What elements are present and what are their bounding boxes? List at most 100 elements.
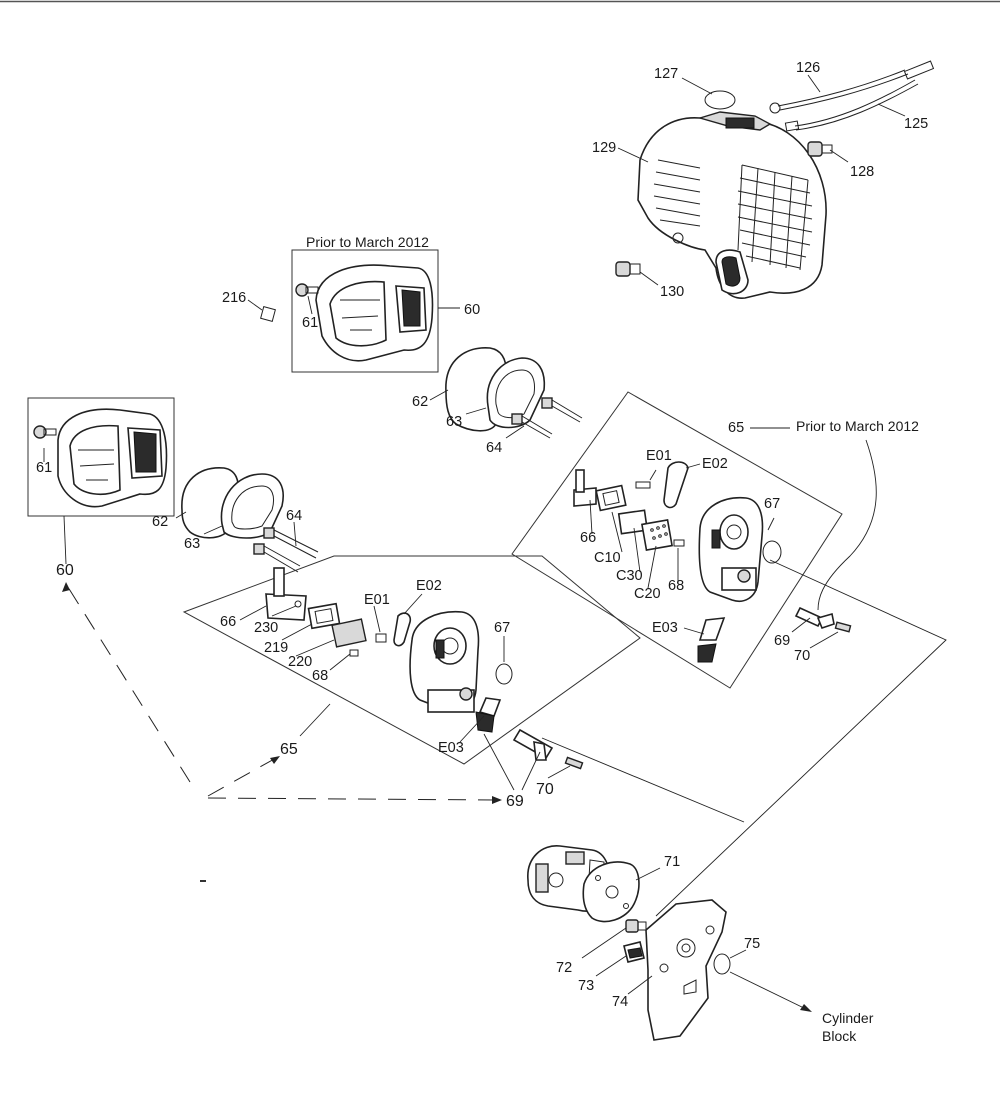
label-130: 130 [660, 284, 684, 300]
note-cylinder-1: Cylinder [822, 1010, 874, 1026]
label-128: 128 [850, 164, 874, 180]
label-68-prior: 68 [668, 578, 684, 594]
prior-box-top [291, 249, 439, 373]
plate-74 [645, 899, 727, 1041]
elbow-69-prior [794, 606, 835, 629]
cover-63-left [220, 473, 284, 539]
case-box-left [27, 397, 175, 517]
label-64-left: 64 [286, 508, 302, 524]
label-E01-current: E01 [364, 592, 390, 608]
gasket-C10 [595, 484, 627, 512]
bolt-72 [625, 919, 647, 933]
label-69-prior: 69 [774, 633, 790, 649]
label-74: 74 [612, 994, 628, 1010]
note-prior-right: Prior to March 2012 [796, 418, 919, 434]
dashed-arrowhead-60 [62, 582, 70, 592]
pin-70-current [564, 756, 584, 770]
gasket-216 [260, 306, 276, 322]
bolt-128 [807, 141, 833, 157]
label-C20: C20 [634, 586, 661, 602]
label-65-prior: 65 [728, 420, 744, 436]
choke-plate-66 [265, 567, 307, 621]
label-66-current: 66 [220, 614, 236, 630]
pad-220 [331, 618, 367, 648]
oring-67-prior [762, 540, 782, 564]
lever-E02-prior [663, 461, 689, 509]
cylinder-arrowhead [800, 1004, 812, 1012]
engine-cover-129 [637, 111, 827, 299]
label-126: 126 [796, 60, 820, 76]
wires-125-126 [769, 60, 935, 132]
dashed-arrow-to-69 [207, 797, 497, 801]
label-63-left: 63 [184, 536, 200, 552]
label-C10: C10 [594, 550, 621, 566]
label-C30: C30 [616, 568, 643, 584]
label-67-prior: 67 [764, 496, 780, 512]
bolt-130 [615, 261, 641, 277]
label-72: 72 [556, 960, 572, 976]
dashed-arrow-to-65 [207, 757, 277, 797]
connector-line-current [541, 737, 745, 823]
bolts-64-top [511, 397, 583, 439]
lever-E02-current [393, 612, 412, 647]
bracket-65-prior [698, 496, 764, 602]
oring-67-current [495, 663, 513, 685]
label-73: 73 [578, 978, 594, 994]
lever-E03-prior [697, 617, 726, 663]
label-E02-prior: E02 [702, 456, 728, 472]
label-219: 219 [264, 640, 288, 656]
cover-63-top [486, 357, 546, 429]
label-66-prior: 66 [580, 530, 596, 546]
bracket-box-65-current [182, 555, 641, 765]
label-E03-current: E03 [438, 740, 464, 756]
connector-line-prior [655, 559, 947, 917]
label-61-left: 61 [36, 460, 52, 476]
bracket-65-current [409, 610, 480, 713]
label-60-left: 60 [56, 562, 74, 579]
label-65-current: 65 [280, 741, 298, 758]
cylinder-arrow [729, 971, 809, 1011]
label-125: 125 [904, 116, 928, 132]
label-E03-prior: E03 [652, 620, 678, 636]
screw-E01-current [375, 633, 387, 643]
label-67-current: 67 [494, 620, 510, 636]
label-60-top: 60 [464, 302, 480, 318]
dashed-arrowhead-69 [492, 796, 502, 804]
air-cleaner-case-60 [33, 408, 168, 508]
label-E01-prior: E01 [646, 448, 672, 464]
label-61-top: 61 [302, 315, 318, 331]
lever-E03-current [475, 697, 502, 733]
note-cylinder-2: Block [822, 1028, 857, 1044]
seal-127 [704, 90, 736, 110]
label-127: 127 [654, 66, 678, 82]
clip-73 [623, 941, 645, 963]
label-216: 216 [222, 290, 246, 306]
choke-plate-66-prior [573, 469, 597, 507]
label-71: 71 [664, 854, 680, 870]
label-220: 220 [288, 654, 312, 670]
screw-68-current [349, 649, 359, 657]
tee-pipe-69-current [512, 728, 554, 761]
label-69-current: 69 [506, 793, 524, 810]
label-75: 75 [744, 936, 760, 952]
label-64-top: 64 [486, 440, 502, 456]
label-62-left: 62 [152, 514, 168, 530]
label-230: 230 [254, 620, 278, 636]
screw-68-prior [673, 539, 685, 547]
screw-E01-prior [635, 481, 651, 489]
label-129: 129 [592, 140, 616, 156]
bolts-64-left [253, 527, 319, 573]
air-cleaner-case-old [295, 264, 434, 362]
insulator-71 [582, 861, 640, 923]
dashed-arrow-to-60 [65, 583, 191, 783]
label-68-current: 68 [312, 668, 328, 684]
label-E02-current: E02 [416, 578, 442, 594]
bracket-box-65-prior [511, 391, 843, 689]
element-219 [307, 602, 341, 630]
oring-75 [713, 953, 731, 975]
cover-leaders [617, 74, 906, 286]
filter-C20 [641, 519, 673, 551]
label-70-prior: 70 [794, 648, 810, 664]
note-prior-top: Prior to March 2012 [306, 234, 429, 250]
